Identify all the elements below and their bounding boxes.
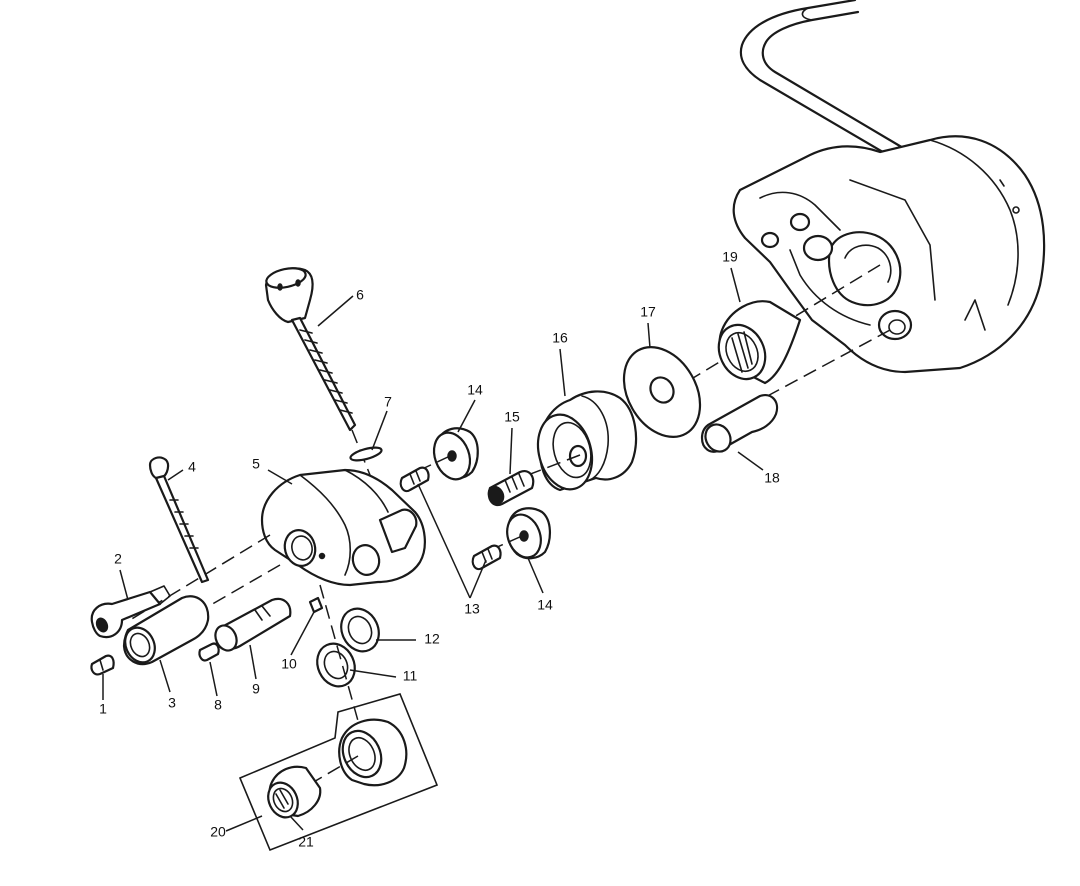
set-screw-13-upper [399, 466, 430, 493]
pin-18 [700, 394, 779, 453]
callout-7: 7 [384, 394, 392, 410]
callout-5: 5 [252, 456, 260, 472]
assembly-axis-pin [759, 329, 891, 401]
callout-labels: 1 2 3 4 5 6 7 8 9 10 11 12 13 14 14 15 1… [99, 249, 780, 850]
arm-axis-2 [149, 564, 281, 641]
callout-13: 13 [464, 601, 480, 617]
bushing-kit-part [338, 718, 408, 787]
washer-17 [622, 345, 702, 439]
callout-12: 12 [424, 631, 440, 647]
callout-4: 4 [188, 459, 196, 475]
callout-21: 21 [298, 834, 314, 850]
callout-11: 11 [403, 668, 418, 684]
callout-1: 1 [99, 701, 107, 717]
needle-bearing-21 [267, 765, 322, 819]
bushing-14-lower [506, 507, 551, 560]
callout-15: 15 [504, 409, 520, 425]
kit-box-20 [238, 693, 439, 852]
bushing-lower-axis [494, 535, 523, 549]
arm-body-5 [260, 468, 426, 587]
shoulder-bolt-2 [90, 585, 171, 639]
handle-bar [739, 0, 917, 167]
main-housing [732, 135, 1046, 374]
washer-12 [340, 607, 380, 653]
set-screw-1 [90, 654, 115, 676]
roller-16 [536, 390, 638, 492]
callout-10: 10 [281, 656, 297, 672]
eccentric-pin-9 [214, 597, 292, 652]
kit-axis [299, 755, 359, 791]
small-nut-10 [308, 596, 324, 614]
callout-16: 16 [552, 330, 568, 346]
callout-9: 9 [252, 681, 260, 697]
needle-bearing-19 [717, 300, 802, 385]
bushing-14-upper [432, 427, 479, 481]
callout-6: 6 [356, 287, 364, 303]
leader-lines [102, 267, 764, 832]
callout-8: 8 [214, 697, 222, 713]
callout-17: 17 [640, 304, 656, 320]
long-screw-4 [148, 456, 210, 584]
cap-screw-15 [487, 470, 535, 507]
o-ring-7 [349, 446, 383, 462]
callout-14-lower: 14 [537, 597, 553, 613]
adjusting-screw-6 [264, 267, 357, 432]
screw-6-axis [351, 429, 381, 501]
callout-14-upper: 14 [467, 382, 483, 398]
callout-2: 2 [114, 551, 122, 567]
washer-axis [319, 584, 361, 729]
callout-20: 20 [210, 824, 226, 840]
callout-3: 3 [168, 695, 176, 711]
sleeve-3 [122, 595, 210, 666]
set-screw-13-lower [471, 544, 502, 571]
set-screw-8 [198, 642, 220, 662]
callout-18: 18 [764, 470, 780, 486]
callout-19: 19 [722, 249, 738, 265]
